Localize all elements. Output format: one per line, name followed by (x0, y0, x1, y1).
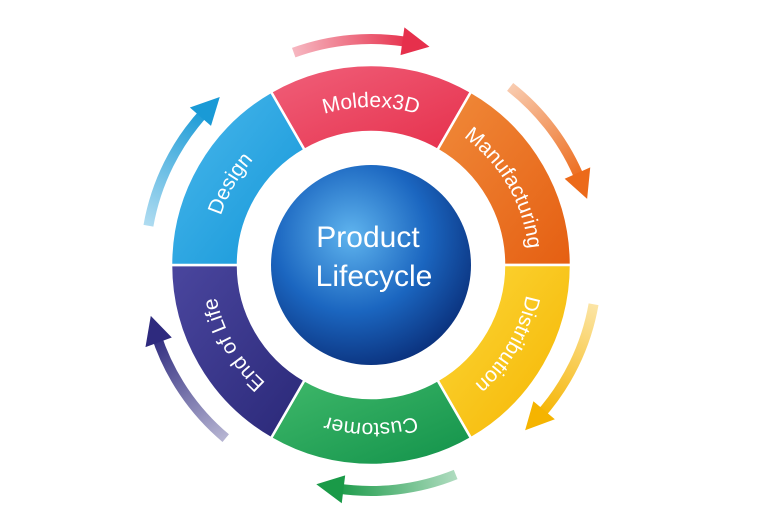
arrow-upper-right-head-icon (564, 167, 591, 199)
arrow-bottom-head-icon (316, 475, 346, 504)
arrow-top-head-icon (400, 27, 430, 56)
arrow-lower-right (525, 303, 599, 431)
arrow-lower-left (145, 315, 229, 442)
arrow-top (291, 27, 430, 58)
ring-segment-design (169, 90, 307, 267)
center-title-line1: Product (316, 221, 420, 254)
arrow-lower-left-shaft (151, 333, 229, 442)
arrow-upper-left (143, 97, 220, 227)
arrow-upper-left-head-icon (189, 97, 220, 126)
arrow-lower-right-head-icon (525, 401, 555, 431)
arrow-lower-left-head-icon (145, 315, 172, 348)
arrow-upper-right (507, 82, 591, 199)
arrow-upper-right-shaft (507, 82, 586, 183)
arrow-bottom-shaft (334, 469, 458, 496)
arrow-lower-right-shaft (535, 303, 599, 420)
arrow-bottom (316, 469, 458, 504)
arrow-upper-left-shaft (143, 107, 210, 227)
lifecycle-ring (169, 63, 573, 467)
center-title-line2: Lifecycle (316, 260, 433, 293)
arrow-top-shaft (291, 34, 412, 58)
cycle-arrows (143, 27, 599, 504)
center-circle (271, 165, 471, 365)
